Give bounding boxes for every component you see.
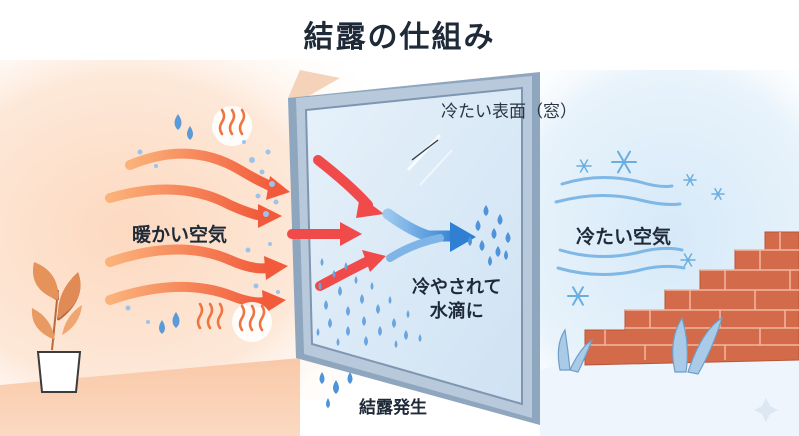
- water-drop-icon: [159, 114, 193, 334]
- arrow-icon: [262, 290, 286, 314]
- cold-wind-lines: [554, 175, 686, 276]
- arrow-icon: [340, 222, 362, 246]
- arrow-icon: [450, 222, 476, 252]
- vapor-dots: [125, 140, 280, 324]
- cold-air-label: 冷たい空気: [576, 226, 672, 248]
- heat-waves-icon: [232, 302, 272, 342]
- sparkle-icon: [754, 398, 778, 422]
- cooled-label-line-2: 水滴に: [429, 301, 484, 323]
- cooled-label-line-1: 冷やされて: [412, 277, 502, 298]
- heat-waves-icon: [212, 106, 252, 146]
- snow-ground: [540, 345, 799, 436]
- condensation-label: 結露発生: [359, 398, 427, 418]
- snowflake-icon: [567, 150, 725, 306]
- warm-room-floor: [0, 358, 300, 436]
- warm-air-arrows: [105, 148, 290, 314]
- warm-air-label: 暖かい空気: [132, 224, 228, 246]
- water-drop-icon: [319, 372, 353, 408]
- page-title: 結露の仕組み: [303, 20, 496, 55]
- blue-arrow: [382, 208, 464, 242]
- cold-surface-label: 冷たい表面（窓）: [441, 102, 577, 122]
- arrow-icon: [258, 204, 282, 228]
- cooled-into-drops-label: 冷やされて 水滴に: [412, 276, 501, 325]
- plant-icon: [31, 262, 82, 393]
- arrow-icon: [264, 256, 288, 280]
- arrow-icon: [356, 196, 384, 218]
- water-drops-cluster: [468, 205, 511, 266]
- arrow-icon: [362, 250, 386, 272]
- heat-waves-icon: [196, 302, 224, 330]
- condensation-droplets: [316, 258, 422, 348]
- outdoor-plant-icon: [557, 316, 724, 375]
